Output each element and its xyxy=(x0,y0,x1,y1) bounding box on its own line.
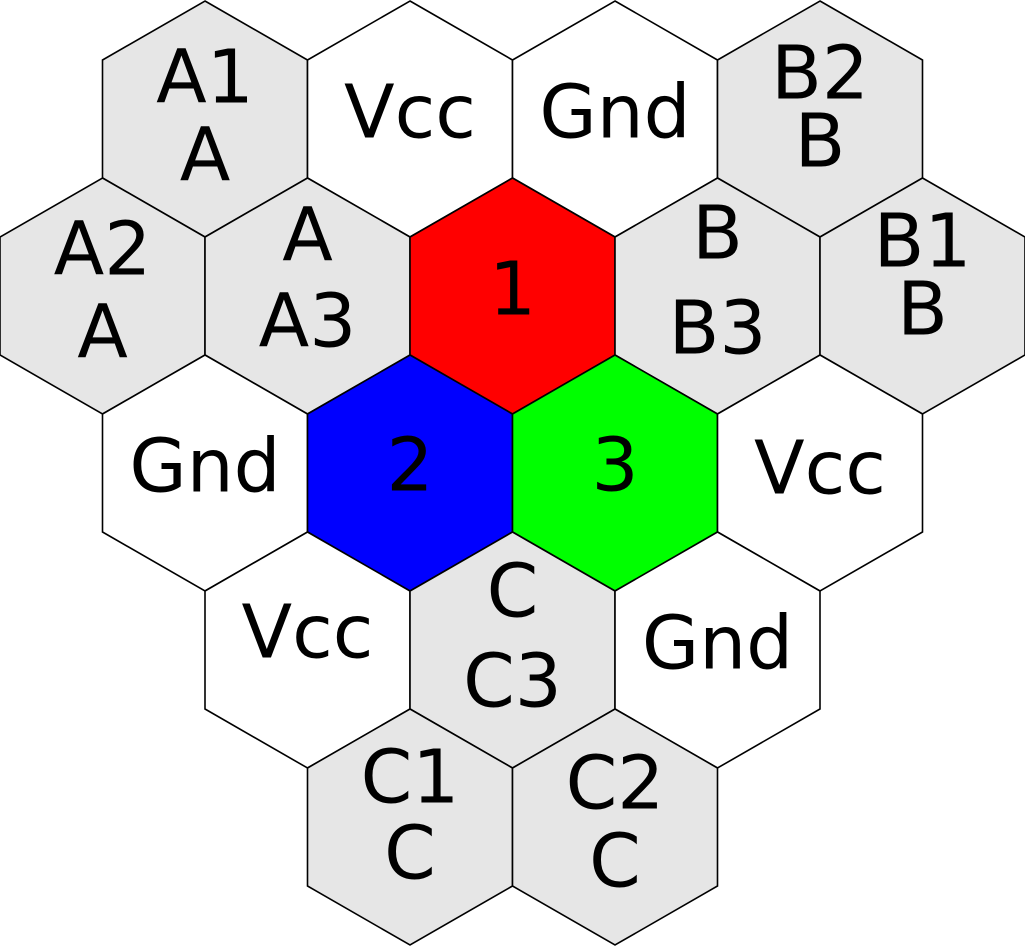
hex-cell-a1: A1A xyxy=(101,0,309,238)
hex-cell-label: A3 xyxy=(259,279,357,365)
hex-cell-label: A1 xyxy=(156,35,254,121)
hex-cell-label: 2 xyxy=(386,423,433,509)
hex-cell-label: A xyxy=(282,193,333,279)
hex-cell-label: Vcc xyxy=(344,70,476,156)
hex-cell-c2: C2C xyxy=(511,708,719,946)
hex-cell-label: A xyxy=(180,113,231,199)
hex-cell-label: C2 xyxy=(566,741,665,827)
hex-cell-label: B2 xyxy=(771,31,869,117)
hex-cell-label: Gnd xyxy=(539,70,690,156)
hex-cell-label: B3 xyxy=(669,286,767,372)
hex-cell-center-2: 2 xyxy=(306,354,514,592)
hex-cell-label: A2 xyxy=(54,207,152,293)
hex-cell-gnd-bottom: Gnd xyxy=(614,531,821,769)
hex-cell-b1: B1B xyxy=(819,177,1025,415)
hex-cell-label: B xyxy=(897,267,948,353)
hex-cell-label: Vcc xyxy=(754,426,886,512)
hex-cell-vcc-top: Vcc xyxy=(306,0,514,238)
hex-cell-shape xyxy=(511,708,719,946)
hex-cell-label: C xyxy=(589,819,641,905)
hex-cell-center-3: 3 xyxy=(511,354,719,592)
hex-cell-label: C1 xyxy=(361,735,460,821)
hex-cell-label: C3 xyxy=(463,639,562,725)
hex-cell-label: 3 xyxy=(591,423,638,509)
hex-cell-label: B xyxy=(795,99,846,185)
hex-cell-label: A xyxy=(77,290,128,376)
hex-cell-b2: B2B xyxy=(716,0,924,238)
hex-cell-vcc-bottom: Vcc xyxy=(204,531,411,769)
hex-cell-c3: CC3 xyxy=(409,531,616,769)
hex-cell-label: B1 xyxy=(874,199,972,285)
hex-cell-label: Gnd xyxy=(642,601,793,687)
hex-cell-label: C xyxy=(487,549,539,635)
hex-cell-label: B xyxy=(692,191,743,277)
hex-cell-label: Gnd xyxy=(129,424,280,510)
hex-cell-b3: B B3 xyxy=(614,177,821,415)
hex-cell-c1: C1C xyxy=(306,708,514,946)
hex-cell-label: 1 xyxy=(489,247,536,333)
hex-cell-label: C xyxy=(384,811,436,897)
hex-cell-label: Vcc xyxy=(242,590,374,676)
